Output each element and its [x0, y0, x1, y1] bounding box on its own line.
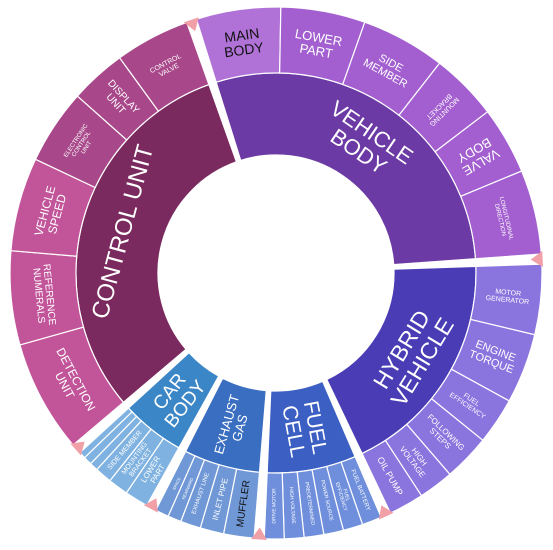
outer-segment-control-valve-4-5[interactable] [118, 21, 210, 113]
outer-segment-drive-motor-1-5-label: DRIVE MOTOR [271, 488, 277, 524]
boundary-marker-4 [183, 17, 199, 32]
inner-segment-fuel-cell-label: FUELCELL [278, 399, 332, 460]
outer-segment-space-2-4[interactable] [154, 450, 196, 517]
boundary-marker-0 [378, 505, 394, 520]
outer-segment-oil-pump-0-5[interactable] [361, 439, 423, 514]
boundary-marker-3 [70, 441, 85, 456]
boundary-marker-2 [143, 498, 158, 513]
outer-segment-space-2-4-label: SPACE [171, 476, 181, 490]
outer-segment-drive-motor-1-5[interactable] [263, 472, 285, 540]
outer-segment-main-body-5-0-label: MAINBODY [221, 24, 265, 60]
outer-segment-motor-generator-0-0-label: MOTORGENERATOR [485, 287, 530, 306]
outer-segment-lower-part-5-1-label: LOWERPART [292, 25, 344, 62]
outer-segment-reference-numerals-4-1-label: REFERENCENUMERALS [30, 263, 57, 327]
outer-segment-unlabeled-3-5[interactable] [78, 407, 133, 459]
outer-ring [9, 6, 543, 540]
boundary-marker-1 [251, 527, 268, 540]
highlight-markers [70, 17, 544, 540]
outer-segment-high-voltage-1-4-label: HIGH VOLTAGE [288, 487, 297, 525]
inner-ring [75, 72, 477, 474]
boundary-marker-5 [530, 251, 544, 268]
outer-segment-longitudinal-direction-5-5[interactable] [459, 170, 542, 260]
